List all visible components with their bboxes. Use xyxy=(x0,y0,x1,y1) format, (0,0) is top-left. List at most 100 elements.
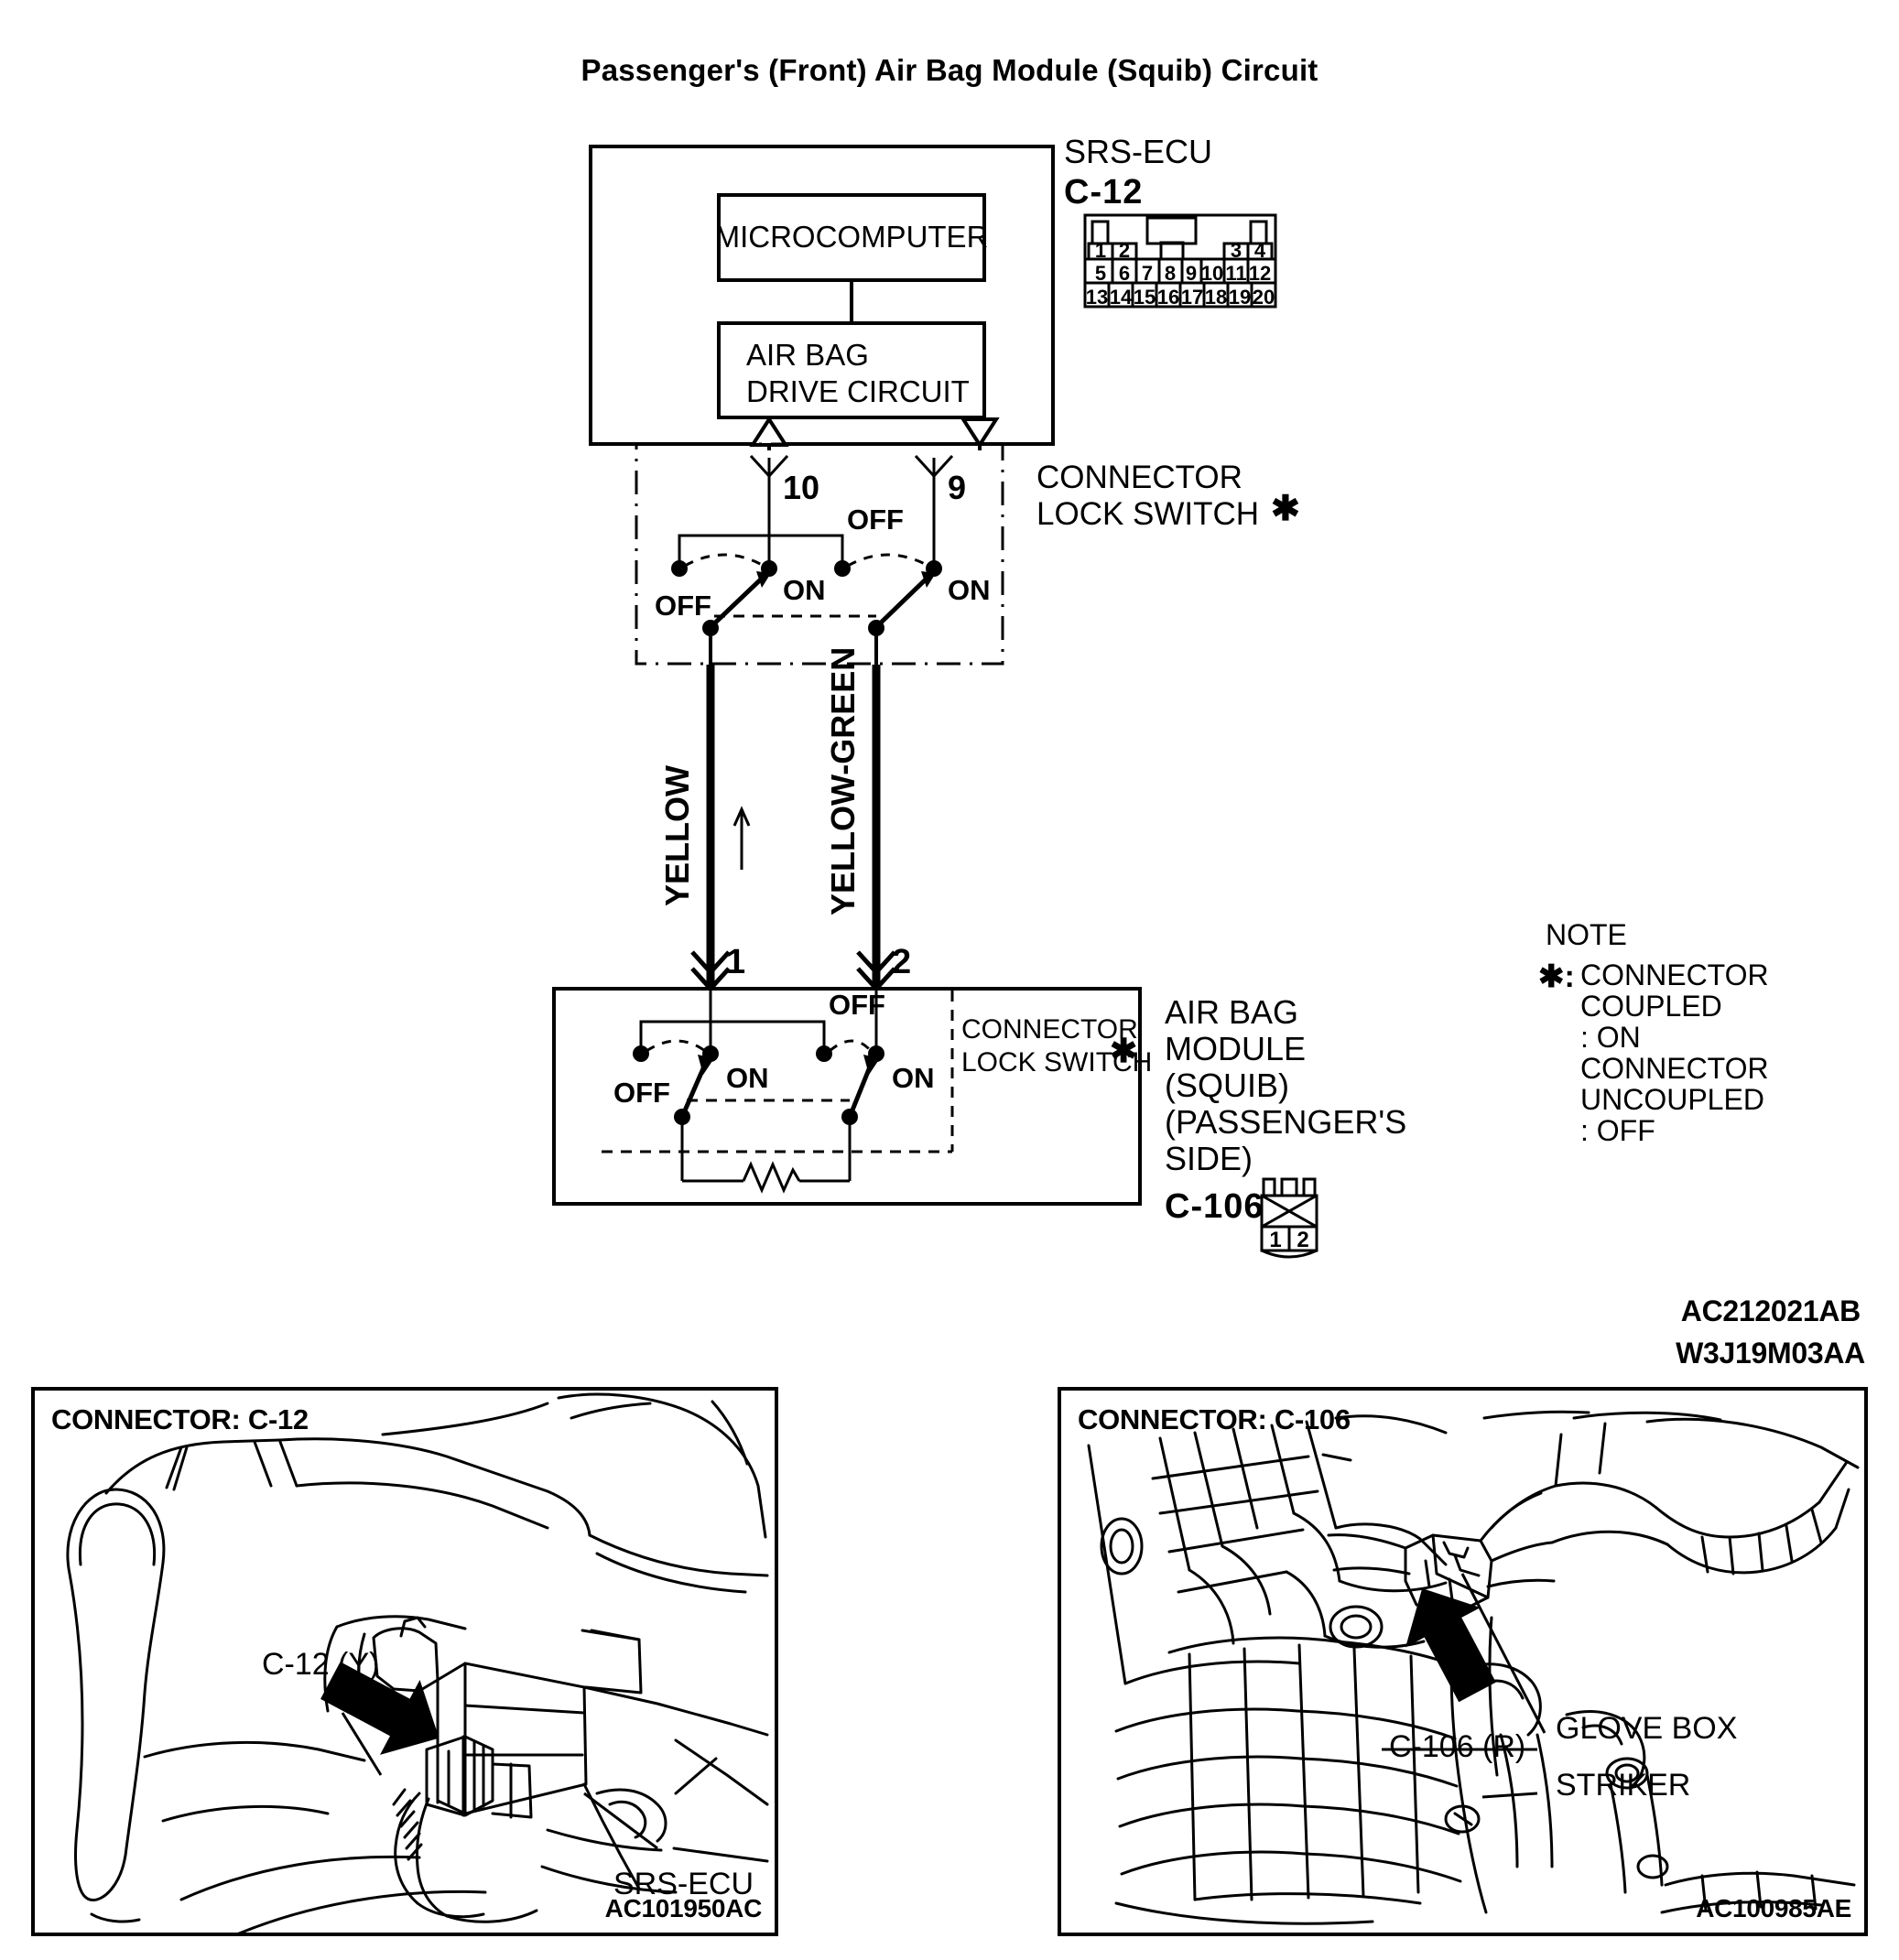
module-label-1: AIR BAG xyxy=(1165,993,1298,1031)
module-sw1-arc xyxy=(646,1039,706,1053)
module-switch-asterisk-icon: ✱ xyxy=(1110,1032,1137,1069)
module-sw2-off-node xyxy=(816,1045,832,1062)
note-line-5: UNCOUPLED xyxy=(1580,1083,1764,1116)
c12-pin-6: 6 xyxy=(1119,262,1130,285)
photo-c106-illustration xyxy=(1087,1410,1860,1925)
photo-c12-callout-ecu: SRS-ECU xyxy=(613,1867,754,1901)
c12-pin-17: 17 xyxy=(1181,286,1203,309)
c106-pin-1: 1 xyxy=(1269,1228,1281,1252)
note-line-3: : ON xyxy=(1580,1021,1641,1054)
upper-sw2-on-label: ON xyxy=(948,574,991,606)
upper-sw1-arc xyxy=(684,553,765,568)
c12-pin-15: 15 xyxy=(1134,286,1156,309)
drive-circuit-box xyxy=(717,321,986,419)
c106-pin-2: 2 xyxy=(1297,1228,1308,1252)
photo-c106-callout-striker: STRIKER xyxy=(1556,1768,1691,1803)
module-sw2-on-label: ON xyxy=(892,1062,935,1094)
module-sw1-off-node xyxy=(633,1045,649,1062)
srs-ecu-connector-id: C-12 xyxy=(1064,173,1143,211)
wire-label-yellow: YELLOW xyxy=(658,765,696,906)
c12-pin-grid: 1 2 3 4 5 6 7 8 9 10 11 12 13 14 15 16 1… xyxy=(1083,213,1277,309)
diagram-reference-code: AC212021AB xyxy=(1681,1294,1861,1327)
photo-panel-c12: CONNECTOR: C-12 C-12 (Y) SRS-ECU AC10195… xyxy=(31,1387,778,1936)
note-line-2: COUPLED xyxy=(1580,990,1722,1023)
c12-pin-18: 18 xyxy=(1205,286,1227,309)
ecu-terminal-9-chevron xyxy=(914,454,954,479)
module-sw2-arc xyxy=(829,1039,873,1053)
c106-connector-symbol: 1 2 xyxy=(1260,1177,1318,1259)
pointer-arrow-icon xyxy=(1405,1587,1496,1703)
page-title: Passenger's (Front) Air Bag Module (Squi… xyxy=(581,53,1318,87)
upper-switch-asterisk-icon: ✱ xyxy=(1271,490,1300,528)
note-asterisk-marker: ✱: xyxy=(1538,959,1575,994)
upper-sw1-blade xyxy=(709,573,767,629)
photo-c12-callout-connector: C-12 (Y) xyxy=(262,1647,380,1682)
module-pin-number-2: 2 xyxy=(892,943,911,981)
ecu-terminal-number-9: 9 xyxy=(948,469,966,506)
c12-pin-1: 1 xyxy=(1095,239,1106,262)
c12-pin-3: 3 xyxy=(1231,239,1242,262)
module-sw1-off-label: OFF xyxy=(613,1077,670,1109)
srs-ecu-name: SRS-ECU xyxy=(1064,133,1212,170)
photo-c12-code: AC101950AC xyxy=(604,1894,763,1922)
microcomputer-label: MICROCOMPUTER xyxy=(715,220,989,254)
c12-pin-13: 13 xyxy=(1086,286,1108,309)
ecu-terminal-number-10: 10 xyxy=(783,469,819,506)
c12-pin-9: 9 xyxy=(1186,262,1197,285)
note-line-1: CONNECTOR xyxy=(1580,958,1769,991)
c12-pin-14: 14 xyxy=(1110,286,1133,309)
c12-pin-5: 5 xyxy=(1095,262,1106,285)
upper-sw2-arc xyxy=(847,553,929,568)
module-switch-label-2: LOCK SWITCH xyxy=(961,1047,1152,1077)
upper-sw1-off-bracket xyxy=(678,534,844,568)
triangle-down-icon xyxy=(960,417,1000,449)
c12-pin-4: 4 xyxy=(1254,239,1266,262)
note-line-6: : OFF xyxy=(1580,1114,1655,1147)
c12-pin-16: 16 xyxy=(1157,286,1179,309)
c12-pin-11: 11 xyxy=(1225,262,1246,285)
circuit-schematic: MICROCOMPUTER AIR BAG DRIVE CIRCUIT SRS-… xyxy=(552,133,1861,1327)
photo-panel-c106: CONNECTOR: C-106 C-106 (R) GLOVE BOX STR… xyxy=(1058,1387,1868,1936)
c12-pin-20: 20 xyxy=(1253,286,1275,309)
module-sw2-off-label: OFF xyxy=(829,989,885,1021)
reading-direction-arrow-head xyxy=(732,806,751,827)
note-block: NOTE ✱: CONNECTOR COUPLED : ON CONNECTOR… xyxy=(1538,918,1769,1147)
module-switch-label-1: CONNECTOR xyxy=(961,1014,1138,1045)
schematic-canvas: MICROCOMPUTER AIR BAG DRIVE CIRCUIT SRS-… xyxy=(552,133,1861,1327)
upper-sw2-off-label: OFF xyxy=(847,504,904,536)
note-heading: NOTE xyxy=(1546,918,1627,951)
document-reference-code: W3J19M03AA xyxy=(1676,1337,1865,1370)
wire-label-yellow-green: YELLOW-GREEN xyxy=(824,647,862,915)
upper-sw2-blade-arrow xyxy=(921,571,936,588)
upper-sw2-off-node xyxy=(834,560,851,577)
wire-yg-chevron-1 xyxy=(856,950,896,976)
upper-lock-switch-region xyxy=(635,442,1004,666)
photo-c106-callout-connector: C-106 (R) xyxy=(1389,1729,1526,1764)
c12-pin-10: 10 xyxy=(1201,262,1223,285)
module-connector-id: C-106 xyxy=(1165,1187,1264,1226)
upper-sw2-blade xyxy=(874,573,932,629)
module-sw2-blade-arrow xyxy=(863,1055,880,1075)
drive-circuit-label-1: AIR BAG xyxy=(746,338,869,372)
photo-c12-illustration xyxy=(66,1392,769,1933)
upper-switch-label-2: LOCK SWITCH xyxy=(1036,496,1259,532)
upper-sw1-off-label: OFF xyxy=(655,590,711,622)
module-label-5: SIDE) xyxy=(1165,1140,1253,1177)
module-label-2: MODULE xyxy=(1165,1030,1306,1067)
upper-sw1-blade-arrow xyxy=(756,571,771,588)
c12-pin-19: 19 xyxy=(1229,286,1251,309)
module-pin-number-1: 1 xyxy=(726,943,745,981)
photo-c106-callout-glovebox: GLOVE BOX xyxy=(1556,1711,1738,1746)
triangle-up-icon xyxy=(749,416,789,447)
wire-yellow-chevron-1 xyxy=(690,950,731,976)
module-sw1-off-bracket xyxy=(639,1020,826,1053)
upper-sw1-off-node xyxy=(671,560,688,577)
air-bag-module-box xyxy=(552,987,1142,1206)
pointer-arrow-icon xyxy=(320,1662,439,1755)
module-label-3: (SQUIB) xyxy=(1165,1067,1289,1104)
upper-switch-label-1: CONNECTOR xyxy=(1036,460,1242,495)
ecu-terminal-10-chevron xyxy=(749,454,789,479)
photo-c106-heading: CONNECTOR: C-106 xyxy=(1078,1403,1351,1435)
photo-c12-heading: CONNECTOR: C-12 xyxy=(51,1403,309,1435)
module-sw1-blade-arrow xyxy=(698,1055,714,1075)
